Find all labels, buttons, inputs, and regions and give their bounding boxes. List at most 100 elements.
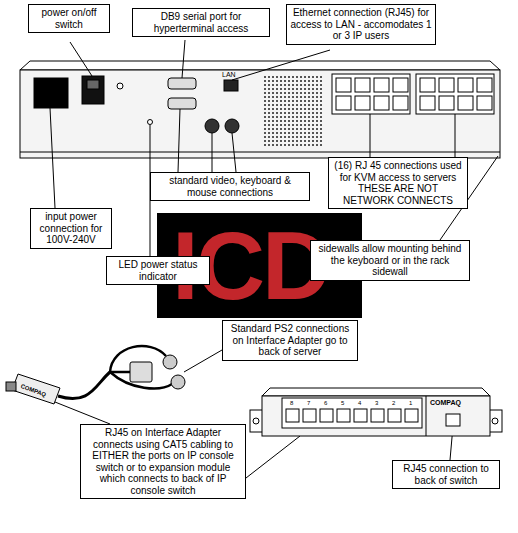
callout-text: RJ45 on Interface Adapter connects using… bbox=[84, 427, 242, 496]
ps2-plug bbox=[163, 355, 177, 369]
rj45-port bbox=[320, 409, 333, 422]
leader-line bbox=[182, 40, 185, 78]
port-number: 6 bbox=[324, 400, 327, 406]
callout-box: LED power status indicator bbox=[106, 256, 210, 285]
rj45-port bbox=[336, 96, 351, 110]
rj45-port bbox=[388, 409, 401, 422]
vent-grid bbox=[262, 74, 322, 146]
rj45-port bbox=[446, 414, 460, 426]
rj45-port bbox=[355, 78, 370, 92]
leader-line bbox=[232, 50, 330, 80]
rj45-port bbox=[374, 78, 389, 92]
rj45-port bbox=[420, 78, 435, 92]
rj45-port bbox=[439, 96, 454, 110]
ps2-plug bbox=[171, 375, 185, 389]
callout-box: DB9 serial port for hyperterminal access bbox=[132, 8, 270, 37]
switch-rocker bbox=[87, 80, 99, 89]
port-number: 4 bbox=[358, 400, 361, 406]
leader-line bbox=[455, 114, 456, 157]
port-number: 3 bbox=[375, 400, 378, 406]
rj45-port bbox=[393, 96, 408, 110]
leader-line bbox=[370, 114, 371, 157]
callout-text: input power connection for 100V-240V bbox=[34, 211, 108, 246]
callout-box: RJ45 on Interface Adapter connects using… bbox=[80, 424, 246, 499]
panel-edge bbox=[20, 152, 500, 153]
divider bbox=[426, 396, 427, 436]
callout-box: standard video, keyboard & mouse connect… bbox=[150, 172, 310, 201]
rj45-port bbox=[420, 96, 435, 110]
ps2-port bbox=[225, 119, 239, 133]
db9-port bbox=[168, 78, 196, 89]
module-top bbox=[262, 388, 490, 396]
rj45-port bbox=[374, 96, 389, 110]
leader-line bbox=[184, 350, 222, 372]
power-switch bbox=[82, 76, 104, 104]
ps2-port bbox=[205, 119, 219, 133]
leader-line bbox=[70, 42, 92, 76]
port-number: 2 bbox=[392, 400, 395, 406]
rj45-port bbox=[439, 78, 454, 92]
interface-adapter bbox=[6, 346, 185, 404]
rj45-port bbox=[458, 96, 473, 110]
leader-line bbox=[246, 436, 300, 478]
rj45-port bbox=[393, 78, 408, 92]
callout-box: RJ45 connection to back of switch bbox=[392, 460, 500, 489]
port-number: 1 bbox=[409, 400, 412, 406]
lan-port bbox=[224, 80, 238, 91]
port-number: 7 bbox=[307, 400, 310, 406]
brand-label: COMPAQ bbox=[430, 399, 461, 406]
led bbox=[148, 120, 153, 125]
rj45-port bbox=[336, 78, 351, 92]
db15-connector bbox=[130, 362, 152, 382]
callout-text: (16) RJ 45 connections used for KVM acce… bbox=[332, 160, 464, 206]
callout-text: LED power status indicator bbox=[110, 259, 206, 282]
leader-line bbox=[50, 108, 55, 208]
callout-text: Standard PS2 connections on Interface Ad… bbox=[226, 323, 354, 358]
cable bbox=[110, 371, 130, 374]
callout-text: DB9 serial port for hyperterminal access bbox=[136, 11, 266, 34]
expansion-module bbox=[250, 388, 502, 436]
adapter-rj45 bbox=[6, 382, 16, 391]
port-number: 5 bbox=[341, 400, 344, 406]
switch-top bbox=[20, 61, 500, 70]
callout-text: RJ45 connection to back of switch bbox=[396, 463, 496, 486]
leader-line bbox=[232, 133, 236, 172]
rj45-port bbox=[458, 78, 473, 92]
rj45-port bbox=[337, 409, 350, 422]
port-recess bbox=[282, 398, 422, 428]
module-face bbox=[262, 396, 490, 436]
power-inlet bbox=[34, 78, 68, 108]
screw bbox=[117, 83, 123, 89]
mount-hole bbox=[492, 418, 498, 424]
callout-box: Standard PS2 connections on Interface Ad… bbox=[222, 320, 358, 361]
callout-box: Ethernet connection (RJ45) for access to… bbox=[286, 4, 436, 45]
port-number: 8 bbox=[290, 400, 293, 406]
callout-box: sidewalls allow mounting behind the keyb… bbox=[310, 240, 470, 281]
callout-box: power on/off switch bbox=[28, 4, 110, 33]
rj45-port bbox=[303, 409, 316, 422]
callout-text: standard video, keyboard & mouse connect… bbox=[154, 175, 306, 198]
leader-line bbox=[212, 133, 213, 172]
rj45-port bbox=[371, 409, 384, 422]
rj45-port bbox=[477, 96, 492, 110]
rj45-port bbox=[354, 409, 367, 422]
leader-line bbox=[178, 109, 180, 172]
port-label: LAN bbox=[222, 71, 236, 78]
video-port bbox=[168, 98, 196, 109]
callout-text: sidewalls allow mounting behind the keyb… bbox=[314, 243, 466, 278]
callout-box: (16) RJ 45 connections used for KVM acce… bbox=[328, 157, 468, 209]
leader-lines bbox=[30, 40, 498, 478]
switch-panel bbox=[20, 70, 500, 158]
rj45-port bbox=[405, 409, 418, 422]
callout-text: Ethernet connection (RJ45) for access to… bbox=[290, 7, 432, 42]
port-block bbox=[416, 74, 494, 114]
rj45-port bbox=[286, 409, 299, 422]
rj45-port bbox=[355, 96, 370, 110]
adapter-body bbox=[12, 374, 60, 404]
callout-box: input power connection for 100V-240V bbox=[30, 208, 112, 249]
rj45-port bbox=[477, 78, 492, 92]
cable bbox=[58, 372, 110, 399]
port-block bbox=[332, 74, 410, 114]
mount-hole bbox=[253, 418, 259, 424]
